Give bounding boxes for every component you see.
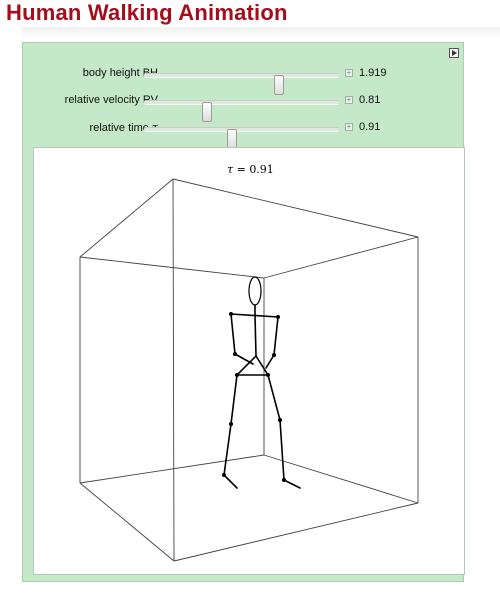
play-icon[interactable] <box>449 48 459 58</box>
title-divider <box>22 27 500 39</box>
relative-time-slider-thumb[interactable] <box>227 129 237 149</box>
plus-icon[interactable]: + <box>345 122 353 131</box>
time-label: τ = 0.91 <box>227 163 274 176</box>
manipulate-panel: body height BH + 1.919 relative velocity… <box>22 42 465 582</box>
body-height-slider[interactable] <box>144 73 339 95</box>
walking-figure-canvas: τ = 0.91 <box>79 163 419 562</box>
plus-icon[interactable]: + <box>345 68 353 77</box>
relative-time-value: 0.91 <box>359 121 381 133</box>
relative-velocity-label: relative velocity RV <box>64 94 158 106</box>
relative-time-slider[interactable] <box>144 127 339 149</box>
relative-velocity-slider[interactable] <box>144 100 339 122</box>
3d-graphics-viewport[interactable]: τ = 0.91 <box>33 147 465 575</box>
page-title: Human Walking Animation <box>6 0 288 25</box>
body-height-label: body height BH <box>82 67 158 79</box>
body-height-value: 1.919 <box>359 67 387 79</box>
figure-head <box>248 276 262 306</box>
relative-velocity-slider-thumb[interactable] <box>202 102 212 122</box>
control-body-height: body height BH + 1.919 <box>23 62 465 95</box>
bounding-box <box>79 178 419 562</box>
relative-velocity-value: 0.81 <box>359 94 381 106</box>
control-relative-velocity: relative velocity RV + 0.81 <box>23 89 465 122</box>
body-height-slider-thumb[interactable] <box>274 75 284 95</box>
figure-joints <box>222 312 286 482</box>
stick-figure <box>223 276 301 489</box>
plus-icon[interactable]: + <box>345 95 353 104</box>
control-relative-time: relative time τ + 0.91 <box>23 116 465 149</box>
